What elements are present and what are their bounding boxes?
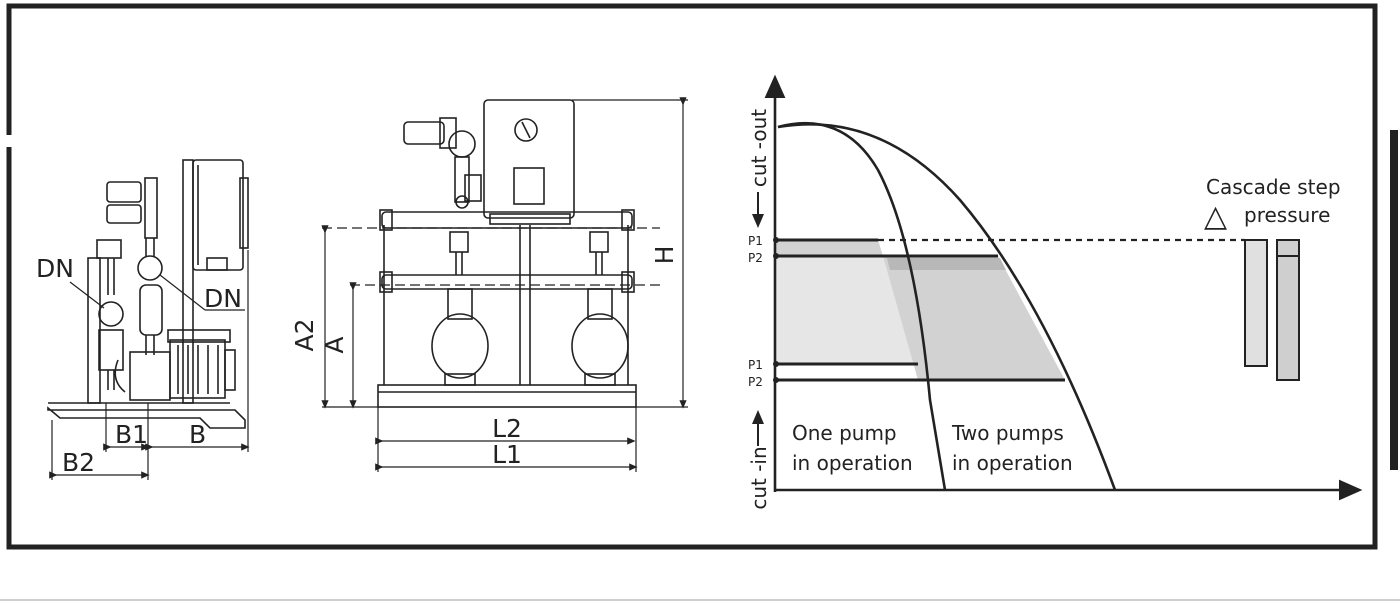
p2-lower-label: P2 [748, 375, 763, 389]
band-one-pump [776, 256, 918, 364]
p1-upper-label: P1 [748, 234, 763, 248]
pressure-bands [776, 240, 1065, 380]
band-two-pumps [883, 256, 1065, 380]
pressure-lines [775, 238, 1245, 382]
cascade-bar-one-pump [1244, 239, 1268, 367]
dn-label-left: DN [36, 254, 74, 283]
band-upper-one-pump [776, 240, 883, 256]
p1-lower-label: P1 [748, 358, 763, 372]
cascade-step-title: Cascade step [1206, 175, 1341, 199]
cascade-pressure-label: pressure [1244, 203, 1330, 227]
a-dimension-label: A [320, 336, 349, 353]
pump-curves [777, 122, 1117, 491]
cut-in-axis-label: cut -in [747, 446, 771, 509]
side-view-dimensions [49, 250, 250, 480]
dn-label-right: DN [204, 284, 242, 313]
cascade-bar-two-pumps [1276, 239, 1300, 381]
h-dimension-label: H [650, 246, 679, 265]
one-pump-label-line1: One pump [792, 421, 897, 445]
cut-out-axis-label: cut -out [747, 109, 771, 187]
two-pumps-label-line1: Two pumps [951, 421, 1064, 445]
front-view-dimensions [321, 97, 688, 472]
one-pump-label-line2: in operation [792, 451, 913, 475]
p2-upper-label: P2 [748, 251, 763, 265]
chart-axes [764, 74, 1363, 501]
b1-dimension-label: B1 [115, 420, 148, 449]
side-view-drawing [47, 159, 249, 429]
b-dimension-label: B [189, 420, 206, 449]
b2-dimension-label: B2 [62, 448, 95, 477]
l2-dimension-label: L2 [492, 414, 522, 443]
delta-icon: △ [1204, 199, 1227, 234]
pressure-level-dots [773, 237, 779, 383]
front-view-drawing [377, 99, 637, 408]
a2-dimension-label: A2 [290, 318, 319, 351]
side-view-leaders [69, 274, 245, 311]
band-two-pumps-top [887, 258, 1006, 270]
l1-dimension-label: L1 [492, 440, 522, 469]
two-pumps-label-line2: in operation [952, 451, 1073, 475]
curve-two-pumps [777, 123, 1117, 491]
